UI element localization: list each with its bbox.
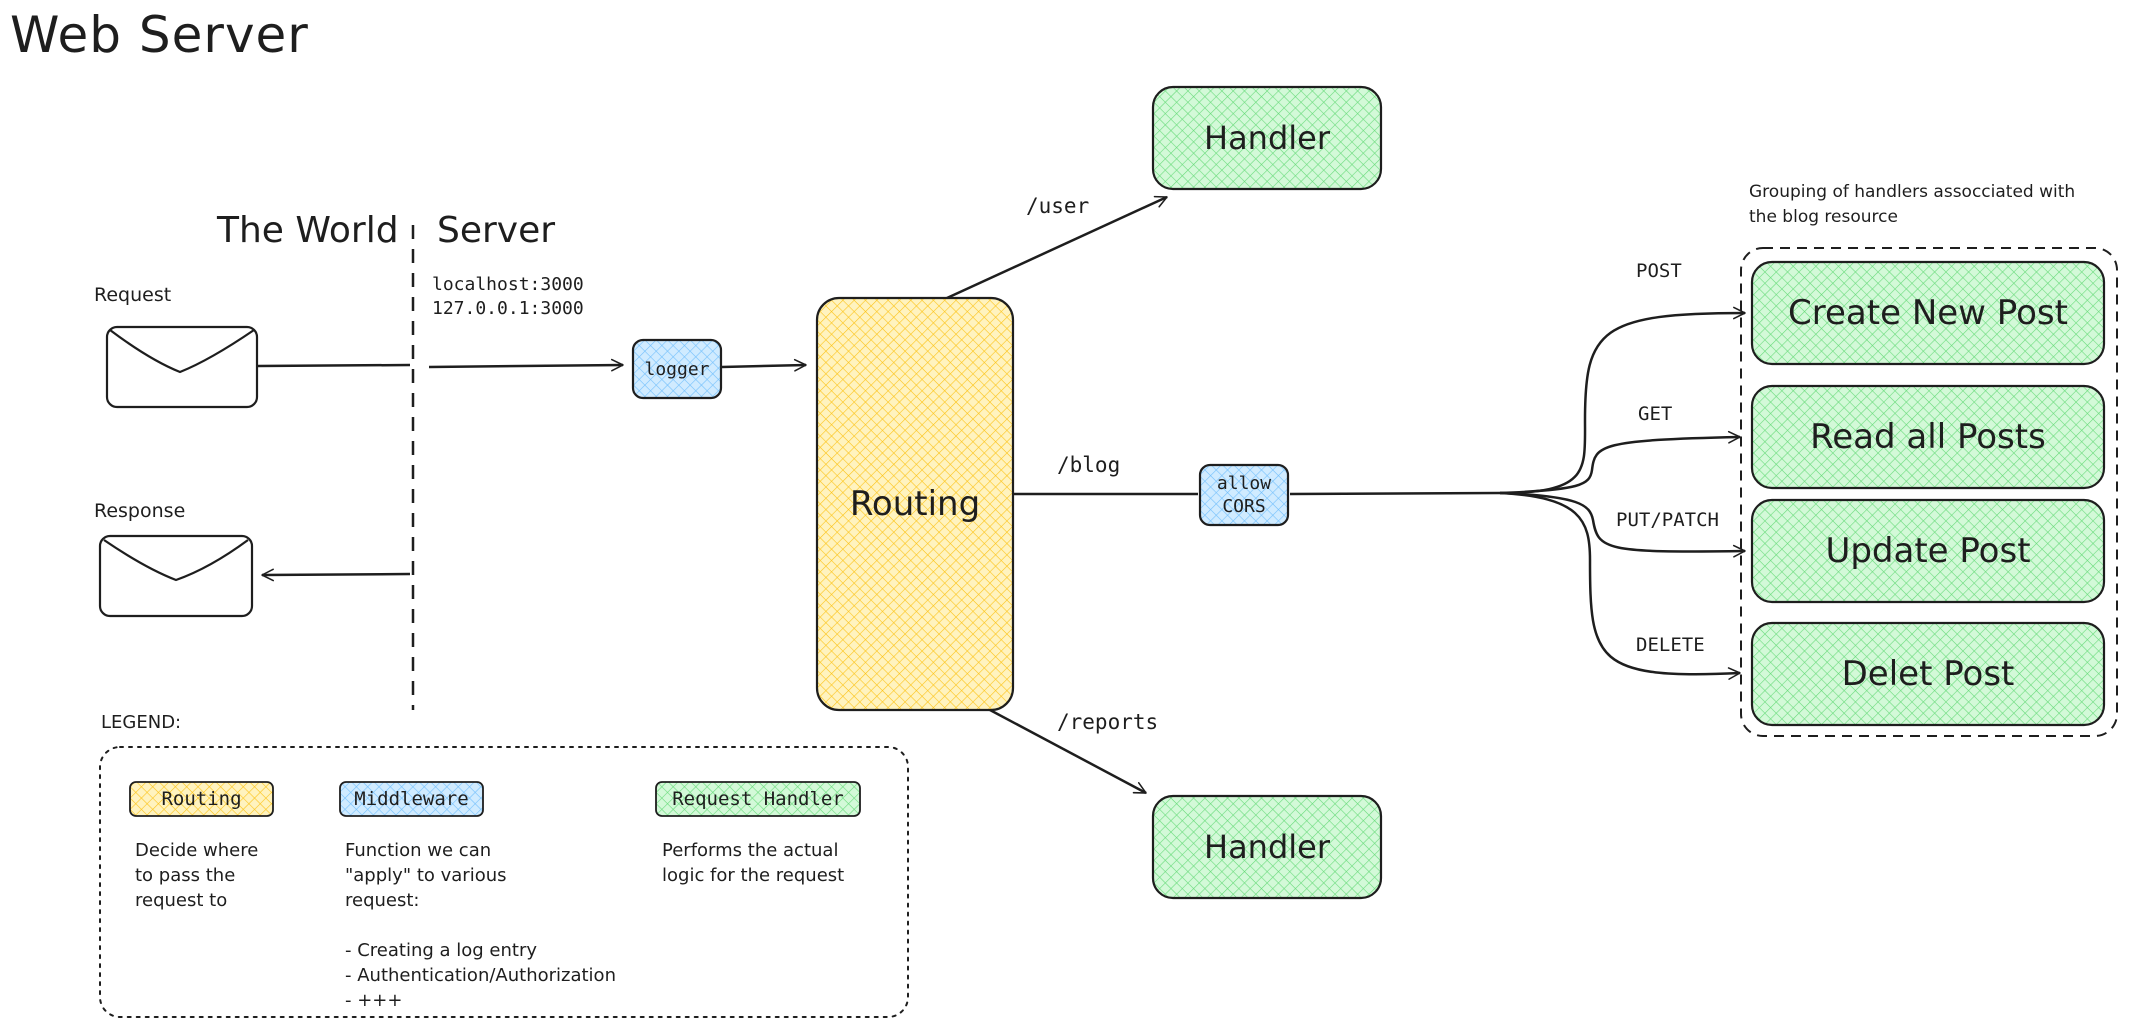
address-ip: 127.0.0.1:3000 bbox=[432, 298, 584, 319]
routing-label: Routing bbox=[849, 484, 981, 524]
update-post-box bbox=[1750, 498, 2106, 604]
world-label: The World bbox=[217, 210, 399, 251]
route-reports-arrow bbox=[989, 708, 1147, 795]
route-blog-label: /blog bbox=[1057, 453, 1121, 477]
cors-label: allow CORS bbox=[1216, 473, 1272, 517]
cors-box bbox=[1198, 463, 1290, 527]
read-posts-label: Read all Posts bbox=[1810, 417, 2046, 457]
put-branch-arrow bbox=[1499, 491, 1746, 558]
handler-reports-label: Handler bbox=[1204, 828, 1330, 866]
route-reports-label: /reports bbox=[1057, 710, 1159, 734]
blog-handler-group bbox=[1740, 247, 2118, 737]
request-to-logger-arrow bbox=[428, 358, 624, 372]
method-put-patch: PUT/PATCH bbox=[1616, 509, 1719, 531]
method-get: GET bbox=[1638, 403, 1673, 425]
legend-routing-desc: Decide where to pass the request to bbox=[135, 840, 259, 911]
response-envelope-icon bbox=[98, 534, 254, 618]
routing-box bbox=[815, 296, 1015, 712]
page-title: Web Server bbox=[10, 6, 309, 64]
delete-post-label: Delet Post bbox=[1841, 654, 2015, 694]
method-delete: DELETE bbox=[1636, 634, 1705, 656]
logger-label: logger bbox=[644, 358, 710, 380]
create-post-box bbox=[1750, 260, 2106, 366]
delete-branch-arrow bbox=[1499, 491, 1741, 680]
update-post-label: Update Post bbox=[1825, 531, 2031, 571]
post-branch-arrow bbox=[1499, 306, 1746, 495]
legend-heading: LEGEND: bbox=[101, 712, 182, 733]
delete-post-box bbox=[1750, 621, 2106, 727]
request-envelope-icon bbox=[105, 325, 259, 409]
create-post-label: Create New Post bbox=[1788, 293, 2068, 333]
handler-user-label: Handler bbox=[1204, 119, 1330, 157]
route-user-label: /user bbox=[1026, 194, 1090, 218]
logger-box bbox=[631, 338, 723, 400]
legend-handler-chip-label: Request Handler bbox=[672, 788, 844, 810]
request-line bbox=[257, 363, 411, 368]
handler-reports-box bbox=[1151, 794, 1383, 900]
legend-chip-middleware bbox=[339, 781, 484, 817]
legend-middleware-chip-label: Middleware bbox=[354, 788, 469, 810]
response-label: Response bbox=[94, 500, 186, 522]
group-note: Grouping of handlers assocciated with th… bbox=[1749, 182, 2076, 227]
read-posts-box bbox=[1750, 384, 2106, 490]
logger-to-routing-arrow bbox=[721, 358, 807, 372]
legend-chip-handler bbox=[655, 781, 861, 817]
cors-to-group-line bbox=[1289, 491, 1501, 496]
legend-routing-chip-label: Routing bbox=[161, 788, 242, 810]
address-localhost: localhost:3000 bbox=[432, 274, 584, 295]
get-branch-arrow bbox=[1499, 430, 1741, 495]
legend-container bbox=[99, 746, 909, 1018]
legend-middleware-desc: Function we can "apply" to various reque… bbox=[345, 840, 616, 1011]
server-label: Server bbox=[437, 210, 556, 251]
response-arrow bbox=[261, 568, 411, 582]
handler-user-box bbox=[1151, 85, 1383, 191]
request-label: Request bbox=[94, 284, 172, 306]
method-post: POST bbox=[1636, 260, 1682, 282]
legend-handler-desc: Performs the actual logic for the reques… bbox=[662, 840, 845, 886]
route-user-arrow bbox=[946, 195, 1168, 300]
legend-chip-routing bbox=[129, 781, 274, 817]
